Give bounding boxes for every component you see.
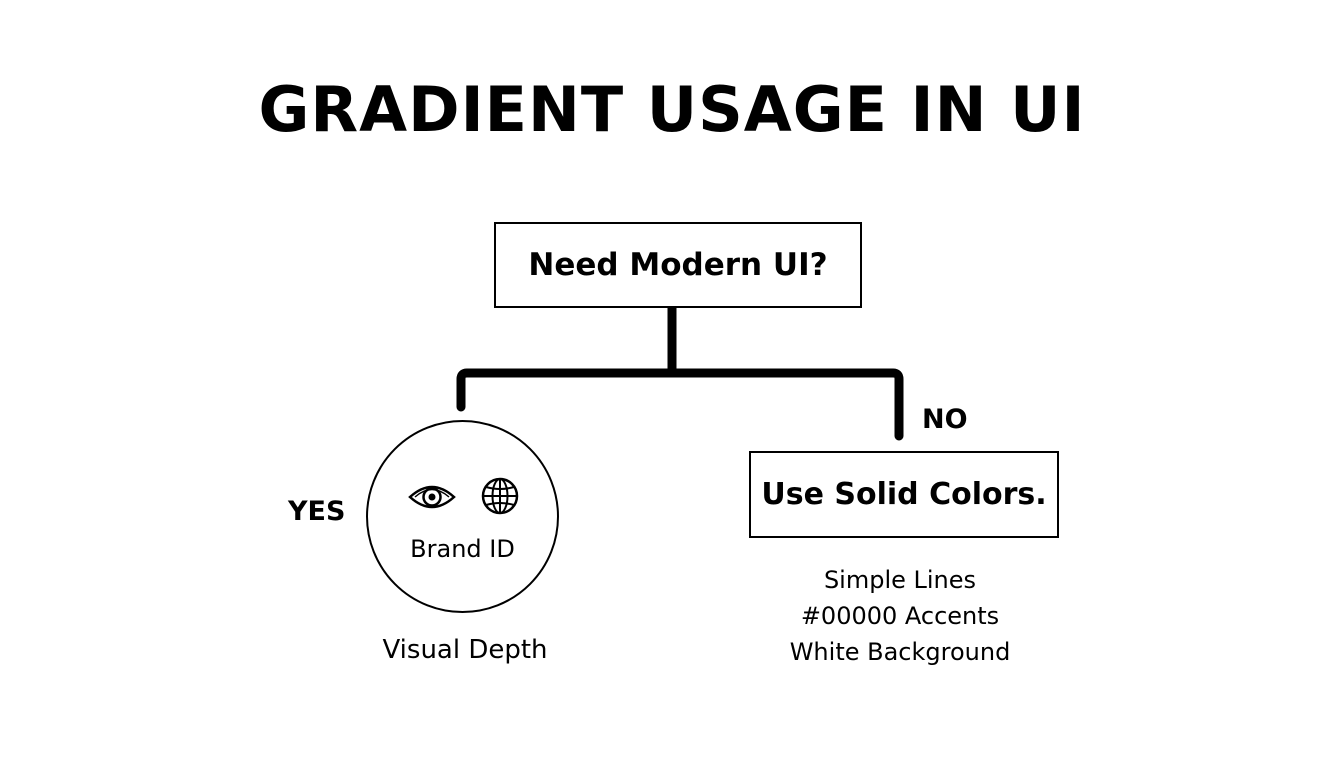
note-simple-lines: Simple Lines [823,566,977,594]
page-title: GRADIENT USAGE IN UI [258,73,1086,146]
visual-depth-caption: Visual Depth [382,635,548,665]
brand-id-circle [366,420,559,613]
connector-crossbar [456,368,904,441]
no-label: NO [922,404,968,435]
decision-question-box: Need Modern UI? [494,222,862,308]
brand-id-label: Brand ID [410,535,515,563]
eye-icon [408,485,456,509]
solid-notes-list: Simple Lines #00000 Accents White Backgr… [750,562,1050,670]
note-accents: #00000 Accents [800,602,1000,630]
solid-colors-box: Use Solid Colors. [749,451,1059,538]
note-white-background: White Background [789,638,1011,666]
decision-question-text: Need Modern UI? [528,247,828,283]
yes-label: YES [288,496,346,527]
solid-colors-text: Use Solid Colors. [761,477,1047,512]
globe-icon [481,477,519,515]
